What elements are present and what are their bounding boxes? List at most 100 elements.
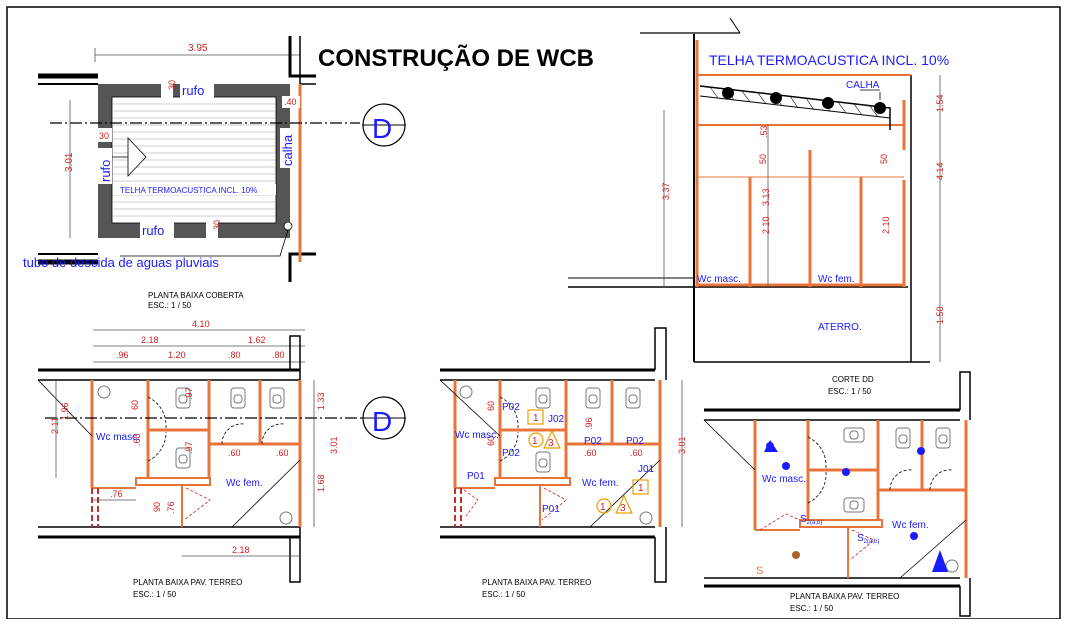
door-swing [147,396,167,429]
section-dd: TELHA TERMOACUSTICA INCL. 10% CALHA 3.37… [568,34,949,396]
dim-text: 4.10 [192,319,210,329]
tile-note: TELHA TERMOACUSTICA INCL. 10% [120,186,257,195]
fixture-tag: S2(a,b) [857,533,879,545]
drawing-scale: ESC.: 1 / 50 [790,604,834,613]
door-swing [499,431,519,462]
door-swing [261,423,285,445]
tag-circle [528,432,544,448]
dim-text: .53 [759,125,769,138]
tag-number: 1 [532,436,538,447]
purlin [874,102,886,114]
calha-label: CALHA [846,80,880,91]
label-bg [282,96,300,108]
dim-text: 3.01 [677,436,687,454]
door-tag: P02 [584,436,602,447]
dim-text: 1.50 [935,306,945,324]
room-label-masc: Wc masc. [455,430,499,441]
dim-text: 3.95 [188,43,208,54]
dim-text: 3.13 [761,188,771,206]
room-label-fem: Wc fem. [818,274,855,285]
section-marker-letter: D [372,113,392,144]
diag-line [589,459,661,528]
tag-triangle [615,494,633,514]
door-swing [759,513,801,531]
dim-text: .60 [630,448,643,458]
dim-text: .60 [132,433,142,446]
dim-text: 1.33 [316,392,326,410]
tag-circle [596,498,612,514]
dim-text: 2.18 [232,545,250,555]
label-bg [98,148,112,184]
dim-text: 3.01 [329,436,339,454]
room-label-masc: Wc masc. [96,432,140,443]
rufo-bottom-label: rufo [142,223,164,238]
drawing-scale: ESC.: 1 / 50 [828,387,872,396]
dim-text: .97 [184,441,194,454]
diag-line [439,379,501,437]
room-label-fem: Wc fem. [582,478,619,489]
diag-line [37,379,93,437]
drawing-caption: CORTE DD [832,375,874,384]
window-tag: J01 [638,464,655,475]
dim-text: .76 [110,489,123,499]
tag-number: 1 [638,483,644,494]
label-bg [206,222,218,238]
window-tag: J02 [548,414,565,425]
dim-text: .96 [116,350,129,360]
door-tag: P01 [467,471,485,482]
frame-tab-diag [729,17,741,34]
dim-text: .97 [184,387,194,400]
door-tag: P01 [542,504,560,515]
door-swing [929,469,953,491]
dim-text: 30 [99,131,109,141]
door-swing [183,487,211,521]
diag-line [703,419,756,471]
door-swing [221,423,245,445]
dim-text: 1.96 [60,402,70,420]
label-bg [161,82,173,98]
purlin [770,92,782,104]
dim-text: 30 [167,80,177,90]
section-marker-letter: D [372,406,392,437]
label-bg [114,184,276,195]
label-bg [180,83,214,98]
dim-text: .60 [228,448,241,458]
door-tag: P02 [502,402,520,413]
dim-text: 90 [152,502,162,512]
roof-plan: 3.95 [23,36,360,310]
dim-text: 2.10 [761,216,771,234]
drain-icon [792,551,800,559]
door-swing [807,436,827,469]
door-swing [147,431,167,462]
wall-line [288,252,316,282]
drawing-scale: ESC.: 1 / 50 [133,590,177,599]
truss-bottom [699,95,891,119]
wall-line [289,527,301,583]
dim-text: .40 [284,97,297,107]
tile-lines [112,103,276,217]
room-label-masc: Wc masc. [762,474,806,485]
section-marker: D [362,396,406,440]
tag-box [527,409,544,425]
tile-note: TELHA TERMOACUSTICA INCL. 10% [709,52,949,68]
dim-text: 60 [486,401,496,411]
fixture-tag: S [756,565,763,577]
drawing-caption: PLANTA BAIXA PAV. TERREO [790,592,899,601]
floor-plan-2: P02 P02 P02 P02 P01 P01 J02 J01 1 1 3 1 … [439,327,687,599]
diag-line [899,519,967,579]
page-title: CONSTRUÇÃO DE WCB [318,44,594,72]
wall-orange [799,519,883,528]
plumbing-fixtures [764,440,948,572]
dim-text: .76 [166,501,176,514]
dim-text: 2.18 [141,335,159,345]
door-swing [889,469,913,491]
wall-orange [494,477,571,486]
dim-text: .96 [584,417,594,430]
wall-line [959,578,971,617]
room-label-masc: Wc masc. [697,274,741,285]
dim-text: 50 [879,154,889,164]
dim-text: 3.01 [64,152,75,172]
truss-top [699,85,891,130]
drawing-scale: ESC.: 1 / 50 [482,590,526,599]
room-label-fem: Wc fem. [226,478,263,489]
